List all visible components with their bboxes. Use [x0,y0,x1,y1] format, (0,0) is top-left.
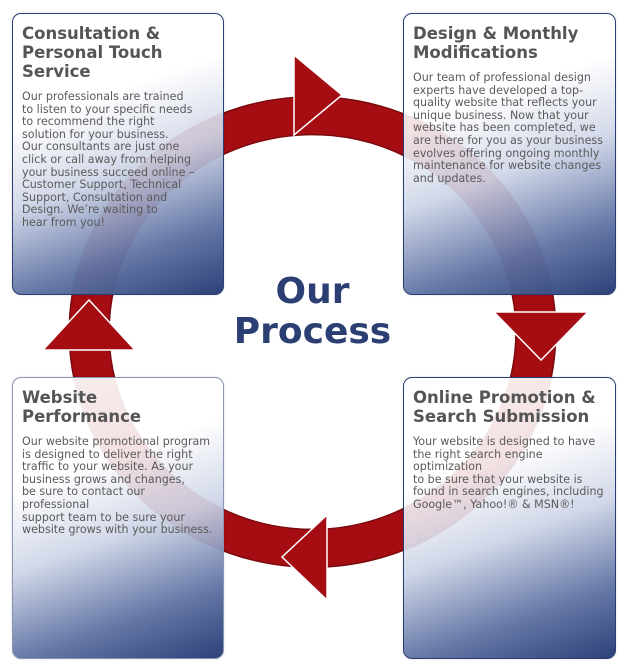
step-body-performance: Our website promotional program is desig… [22,435,213,537]
center-title-line2: Process [233,311,392,352]
center-title-line1: Our [275,271,350,312]
step-body-consultation: Our professionals are trained to listen … [22,90,195,229]
step-card-design: Design & Monthly Modifications Our team … [403,13,616,295]
step-title-performance: Website Performance [22,388,142,426]
arrowhead-right [492,311,590,362]
step-card-consultation: Consultation & Personal Touch Service Ou… [12,13,224,295]
step-card-promotion: Online Promotion & Search Submission You… [403,377,616,659]
step-title-design: Design & Monthly Modifications [413,24,579,62]
step-title-promotion: Online Promotion & Search Submission [413,388,596,426]
arrowhead-top [293,53,344,137]
step-title-consultation: Consultation & Personal Touch Service [22,24,163,81]
step-card-performance: Website Performance Our website promotio… [12,377,224,659]
center-title: Our Process [210,272,415,352]
step-body-design: Our team of professional design experts … [413,71,603,185]
arrowhead-left [41,298,137,351]
step-body-promotion: Your website is designed to have the rig… [413,435,604,511]
arrowhead-bottom [280,513,328,602]
